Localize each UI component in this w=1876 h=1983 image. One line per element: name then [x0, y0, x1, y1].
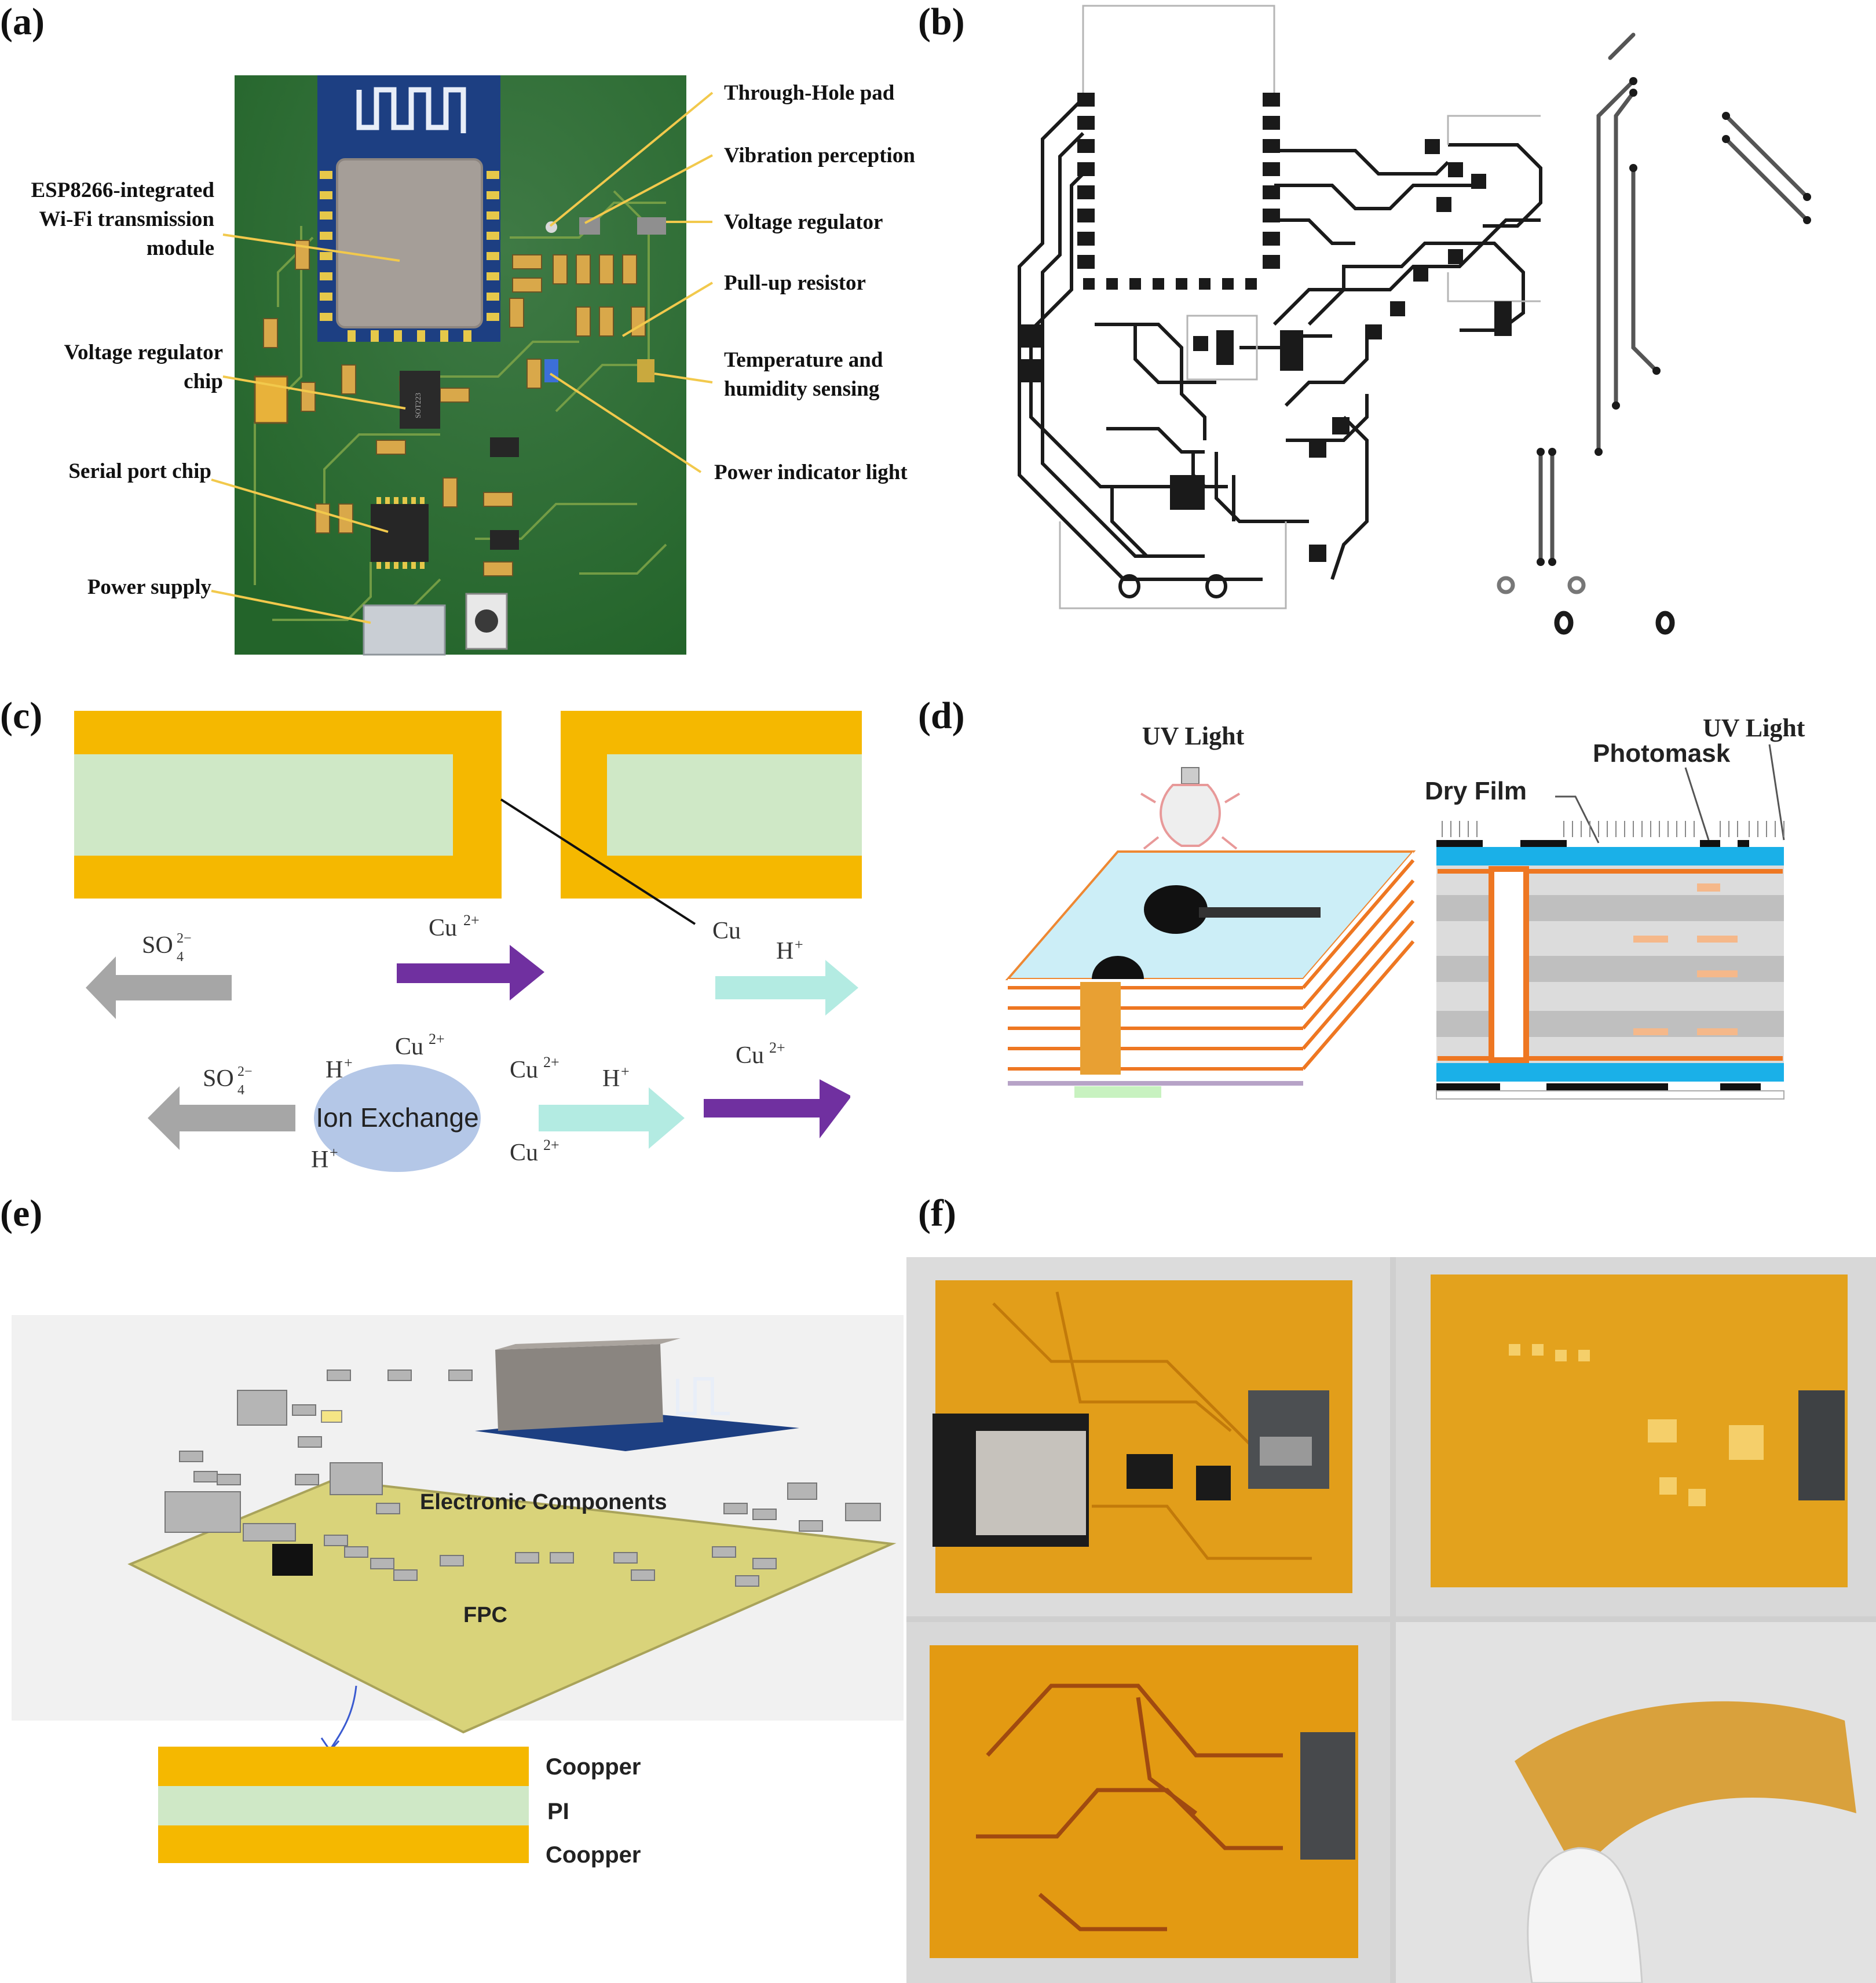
fpc-sheet	[127, 1478, 897, 1734]
ion-exchange-ellipse	[314, 1064, 481, 1172]
h-label: H	[776, 938, 793, 965]
ion-exchange-label: Ion Exchange	[316, 1102, 478, 1133]
cu2-small-2-sup: 2+	[543, 1054, 559, 1071]
bulb-icon	[1160, 784, 1221, 847]
callout-vreg-chip-2: chip	[184, 370, 223, 393]
h-bottom-sup: +	[621, 1063, 630, 1080]
via-hole	[1144, 885, 1208, 934]
uv-light-right: UV Light	[1703, 714, 1805, 742]
panel-label-d: (d)	[918, 695, 965, 737]
h-sup: +	[795, 936, 803, 953]
pi-core-left	[74, 754, 453, 856]
so4-sup: 2−	[177, 931, 192, 946]
h-small-2-sup: +	[330, 1144, 338, 1161]
cu-label: Cu	[712, 918, 741, 944]
layer-copper-bottom	[158, 1825, 529, 1863]
cu2-sup: 2+	[463, 912, 480, 929]
panel-a-pcb-render: SOT223 ESP8266-integrated Wi-Fi transmis…	[31, 75, 915, 656]
panel-label-f: (f)	[918, 1192, 956, 1235]
h-bottom-label: H	[602, 1065, 620, 1092]
panel-c-ion-exchange: Ion Exchange SO 4 2− Cu 2+ Cu H + SO 4 2…	[74, 711, 862, 1173]
so4-bottom-sup: 2−	[237, 1064, 253, 1079]
cu2-small-1: Cu	[395, 1034, 423, 1060]
h-arrow-cyan-1	[715, 960, 858, 1016]
usb-connector	[363, 604, 446, 656]
vreg-chip	[400, 371, 440, 429]
pi-core-right	[607, 754, 862, 856]
cu2-small-3: Cu	[510, 1140, 538, 1166]
panel-b-pcb-layout	[1018, 5, 1811, 635]
callout-pullup: Pull-up resistor	[724, 271, 866, 295]
callout-temp-2: humidity sensing	[724, 377, 880, 401]
uv-light-left: UV Light	[1142, 722, 1245, 750]
panel-label-c: (c)	[0, 695, 43, 737]
callout-wifi-1: ESP8266-integrated	[31, 178, 214, 202]
cu2-bottom-right: Cu	[736, 1042, 764, 1069]
so4-label: SO	[142, 932, 173, 959]
callout-wifi-2: Wi-Fi transmission	[39, 207, 214, 231]
gloved-finger-icon	[1527, 1847, 1643, 1983]
callout-serial-chip: Serial port chip	[68, 459, 211, 483]
h-arrow-cyan-2	[539, 1087, 685, 1149]
cu2-bottom-right-sup: 2+	[769, 1039, 785, 1056]
layer-copper-bottom-label: Coopper	[546, 1842, 641, 1868]
panel-e-fpc-assembly: Electronic Components FPC Coopper PI Coo…	[12, 1315, 904, 1868]
callout-vreg: Voltage regulator	[724, 210, 883, 234]
so4-bottom-label: SO	[203, 1065, 234, 1092]
electronic-components-label: Electronic Components	[420, 1490, 667, 1514]
callout-through-hole: Through-Hole pad	[724, 81, 895, 105]
so4-bottom-sub: 4	[237, 1083, 244, 1098]
callout-temp-1: Temperature and	[724, 348, 883, 372]
callout-vibration: Vibration perception	[724, 144, 915, 167]
chip-marking: SOT223	[414, 393, 422, 418]
cu2-small-1-sup: 2+	[429, 1031, 445, 1047]
callout-power-light: Power indicator light	[714, 461, 908, 484]
cu2-small-2: Cu	[510, 1057, 538, 1083]
panel-f-photos	[906, 1257, 1876, 1983]
fpc-label: FPC	[463, 1603, 507, 1627]
h-small-2: H	[311, 1146, 328, 1173]
so4-arrow-left-2	[148, 1086, 295, 1150]
callout-wifi-3: module	[147, 236, 214, 260]
layer-copper-top	[158, 1747, 529, 1786]
layer-pi	[158, 1786, 529, 1825]
so4-sub: 4	[177, 949, 184, 965]
serial-chip	[371, 504, 429, 562]
photomask-label: Photomask	[1593, 739, 1731, 768]
cu-arrow-purple-2	[704, 1079, 850, 1138]
h-small-1-sup: +	[344, 1054, 353, 1071]
cu-arrow-purple-1	[397, 945, 544, 1000]
callout-power-supply: Power supply	[87, 575, 212, 599]
cu2-label: Cu	[429, 915, 457, 941]
so4-arrow-left	[86, 956, 232, 1019]
panel-label-e: (e)	[0, 1192, 43, 1235]
cu2-small-3-sup: 2+	[543, 1137, 559, 1153]
h-small-1: H	[326, 1057, 343, 1083]
panel-label-a: (a)	[0, 1, 45, 43]
panel-label-b: (b)	[918, 1, 965, 43]
dry-film-label: Dry Film	[1425, 777, 1527, 805]
panel-d-photolithography: UV Light Photomask UV Light	[1005, 714, 1805, 1100]
layer-pi-label: PI	[547, 1799, 569, 1824]
callout-vreg-chip-1: Voltage regulator	[64, 341, 223, 364]
layer-copper-top-label: Coopper	[546, 1754, 641, 1780]
antenna-icon	[356, 87, 466, 133]
